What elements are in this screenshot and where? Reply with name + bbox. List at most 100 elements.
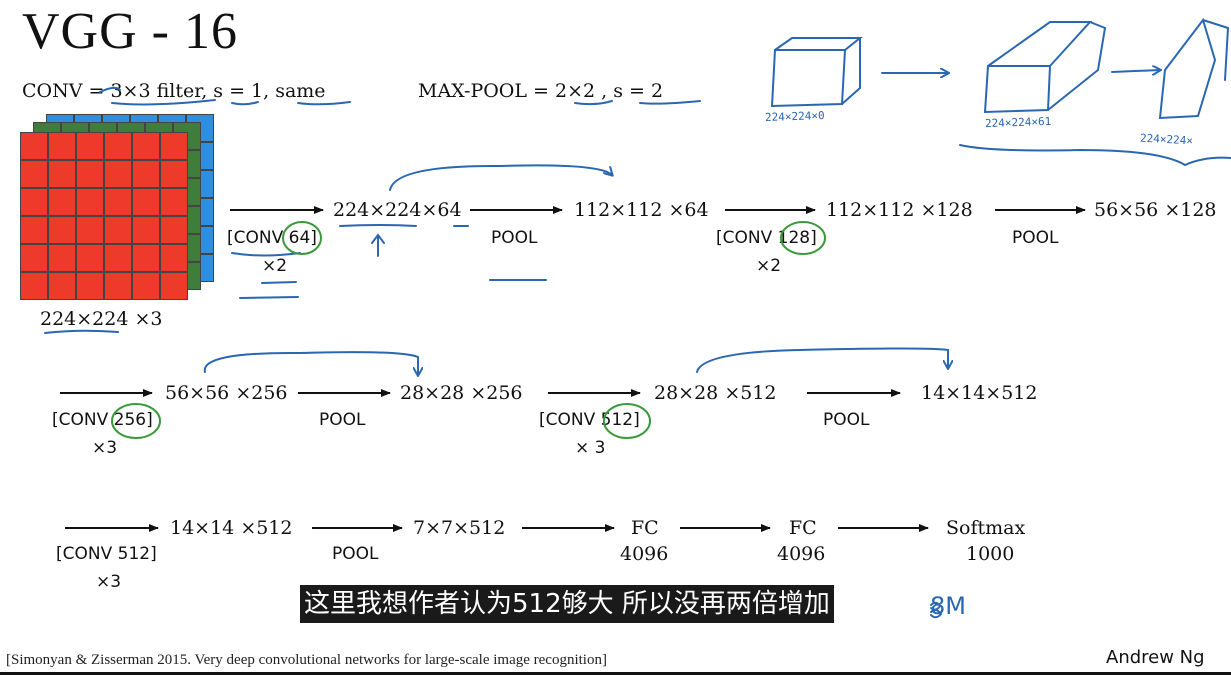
ink-underline: [231, 101, 259, 106]
row1-times-b: ×2: [756, 256, 782, 276]
ink-circle: [282, 221, 322, 255]
cube-cell: [20, 244, 48, 272]
ink-underline: [261, 281, 297, 284]
cube-cell: [48, 244, 76, 272]
ink-underline: [297, 101, 351, 106]
row3-out-a: 14×14 ×512: [170, 517, 293, 539]
row1-out-c: 112×112 ×128: [826, 199, 973, 221]
ink-sketch-arrow: [1111, 70, 1160, 72]
ink-sketch: [983, 21, 1107, 114]
cube-cell: [132, 216, 160, 244]
page-title: VGG - 16: [22, 3, 238, 60]
row2-out-d: 14×14×512: [921, 382, 1038, 404]
sketch-label-b: 224×224×61: [984, 114, 1052, 131]
ink-mark: [930, 601, 943, 619]
cube-cell: [104, 188, 132, 216]
row2-times-b: × 3: [575, 438, 606, 458]
ink-arrow-up: [371, 233, 385, 257]
cube-cell: [76, 272, 104, 300]
row3-times-a: ×3: [96, 572, 122, 592]
sketch-label-a: 224×224×0: [764, 108, 825, 125]
row2-pool-b: POOL: [823, 410, 870, 430]
ink-underline: [111, 99, 216, 106]
ink-brace: [959, 144, 1231, 167]
ink-mark: [99, 86, 121, 93]
cube-cell: [20, 160, 48, 188]
ink-underline: [639, 100, 701, 105]
cube-cell: [160, 188, 188, 216]
cube-cell: [160, 216, 188, 244]
ink-sketch: [1158, 17, 1230, 120]
ink-underline: [239, 296, 299, 299]
row2-conv-b: [CONV 512]: [539, 410, 640, 430]
cube-cell: [20, 272, 48, 300]
ink-bracket: [203, 351, 418, 375]
row2-conv-a: [CONV 256]: [52, 410, 153, 430]
cube-cell: [160, 244, 188, 272]
conv-definition: CONV = 3×3 filter, s = 1, same: [22, 80, 326, 102]
cube-cell: [20, 216, 48, 244]
cube-cell: [132, 244, 160, 272]
ink-bracket: [696, 347, 948, 373]
cube-cell: [76, 244, 104, 272]
cube-cell: [76, 188, 104, 216]
cube-cell: [48, 132, 76, 160]
cube-cell: [48, 216, 76, 244]
cube-cell: [48, 160, 76, 188]
cube-cell: [48, 272, 76, 300]
row1-out-b: 112×112 ×64: [574, 199, 709, 221]
ink-circle: [603, 403, 651, 439]
cube-cell: [20, 132, 48, 160]
author-name: Andrew Ng: [1106, 647, 1205, 668]
row3-out-b: 7×7×512: [413, 517, 506, 539]
cube-cell: [132, 132, 160, 160]
row3-fc2: FC: [789, 517, 817, 539]
row2-out-b: 28×28 ×256: [400, 382, 523, 404]
row3-pool-a: POOL: [332, 544, 379, 564]
cube-cell: [132, 160, 160, 188]
row3-softmax-units: 1000: [966, 543, 1015, 565]
row1-times-a: ×2: [262, 256, 288, 276]
cube-cell: [104, 272, 132, 300]
row3-fc1-units: 4096: [620, 543, 669, 565]
ink-circle: [111, 403, 161, 439]
ink-sketch: [770, 37, 863, 108]
row3-softmax: Softmax: [946, 517, 1026, 539]
cube-cell: [160, 272, 188, 300]
video-subtitle: 这里我想作者认为512够大 所以没再两倍增加: [300, 585, 834, 623]
row3-fc1: FC: [631, 517, 659, 539]
row1-conv-a: [CONV 64]: [227, 228, 317, 248]
ink-underline: [231, 252, 301, 257]
row1-pool-b: POOL: [1012, 228, 1059, 248]
row2-pool-a: POOL: [319, 410, 366, 430]
sketch-label-c: 224×224×: [1139, 131, 1194, 148]
cube-cell: [48, 188, 76, 216]
cube-cell: [76, 160, 104, 188]
row2-out-a: 56×56 ×256: [165, 382, 288, 404]
cube-cell: [76, 216, 104, 244]
cube-cell: [76, 132, 104, 160]
cube-cell: [104, 216, 132, 244]
handwritten-note: 8M: [930, 592, 966, 620]
row1-conv-b: [CONV 128]: [716, 228, 817, 248]
ink-circle: [780, 221, 826, 255]
bottom-rule: [0, 672, 1231, 675]
cube-cell: [20, 188, 48, 216]
ink-underline: [44, 329, 119, 334]
citation: [Simonyan & Zisserman 2015. Very deep co…: [6, 652, 607, 668]
cube-cell: [160, 132, 188, 160]
cube-cell: [104, 160, 132, 188]
row3-fc2-units: 4096: [777, 543, 826, 565]
row2-out-c: 28×28 ×512: [654, 382, 777, 404]
red-channel: [20, 132, 188, 300]
ink-underline: [339, 224, 417, 227]
cube-cell: [104, 132, 132, 160]
input-size-label: 224×224 ×3: [40, 308, 163, 330]
cube-cell: [132, 272, 160, 300]
input-image-cube: [20, 114, 220, 304]
row3-conv-a: [CONV 512]: [56, 544, 157, 564]
row1-out-d: 56×56 ×128: [1094, 199, 1217, 221]
pool-definition: MAX-POOL = 2×2 , s = 2: [418, 80, 664, 102]
ink-bracket: [389, 164, 612, 191]
